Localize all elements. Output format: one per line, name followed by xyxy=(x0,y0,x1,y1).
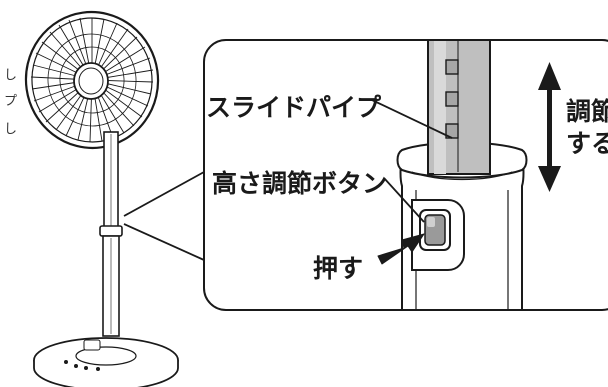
slide-pipe-leader xyxy=(371,99,453,139)
fan-head xyxy=(24,10,160,152)
slide-pipe-label: スライドパイプ xyxy=(206,93,382,122)
fan-base xyxy=(33,337,179,387)
callout-frame xyxy=(203,39,608,311)
push-label: 押す xyxy=(313,254,364,283)
height-adjust-button xyxy=(411,199,465,271)
push-arrow xyxy=(377,233,425,265)
left-text-line2: プ xyxy=(4,94,18,109)
callout-connector xyxy=(123,171,205,261)
slide-pipe-illustration xyxy=(396,41,528,309)
height-button-label: 高さ調節ボタン xyxy=(212,169,388,198)
fan-pole xyxy=(99,131,123,337)
adjust-label-line2: する xyxy=(566,129,608,158)
button-leader xyxy=(383,177,425,223)
adjust-direction-arrow xyxy=(538,62,561,192)
adjust-label-line1: 調節 xyxy=(566,97,608,126)
left-text-line1: し xyxy=(4,68,18,83)
left-text-line3: し xyxy=(4,122,18,137)
